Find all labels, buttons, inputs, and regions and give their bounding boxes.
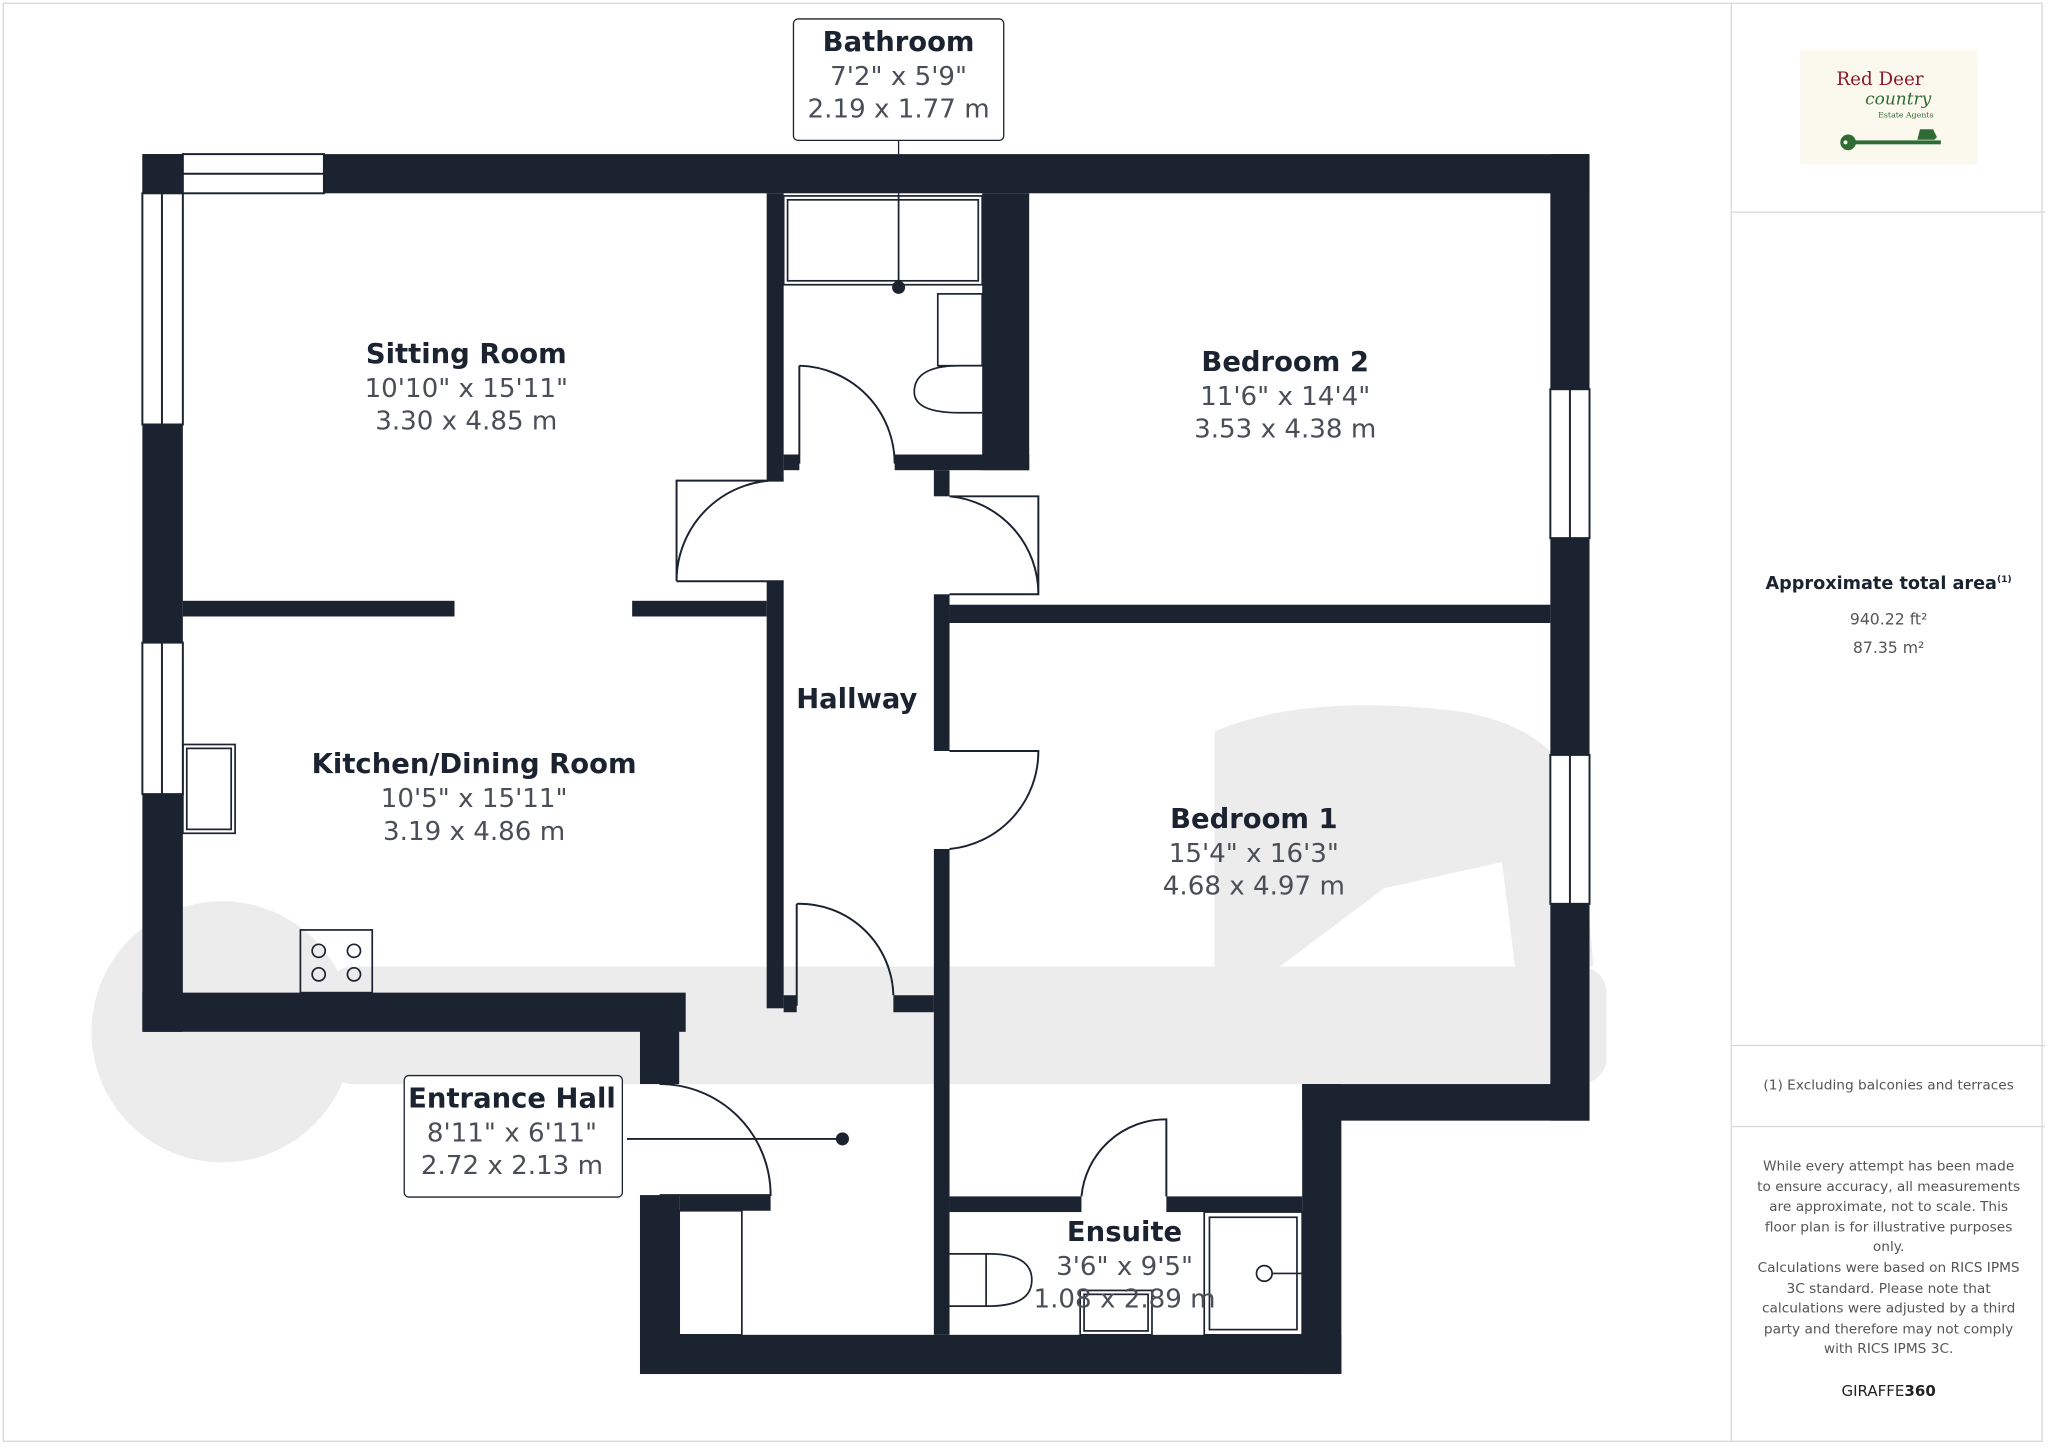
room-imperial: 10'10" x 15'11" [364,372,568,404]
room-name: Hallway [796,683,918,715]
agency-logo: Red Deer country Estate Agents [1799,49,1978,165]
room-name: Kitchen/Dining Room [311,748,637,780]
room-name: Ensuite [1066,1215,1183,1248]
room-kitchen-dining: Kitchen/Dining Room 10'5" x 15'11" 3.19 … [312,747,637,848]
room-bedroom-1: Bedroom 1 15'4" x 16'3" 4.68 x 4.97 m [1163,802,1345,903]
room-name: Bedroom 2 [1201,346,1369,378]
giraffe360-brand: GIRAFFE360 [1732,1382,2045,1402]
room-name: Entrance Hall [408,1082,616,1115]
room-name: Bathroom [822,26,975,58]
room-bedroom-2: Bedroom 2 11'6" x 14'4" 3.53 x 4.38 m [1194,345,1376,446]
doors [626,364,1168,1197]
room-metric: 3.53 x 4.38 m [1194,412,1377,445]
room-metric: 3.30 x 4.85 m [375,404,558,437]
windows [141,153,1591,905]
divider [1731,211,2046,213]
room-metric: 3.19 x 4.86 m [383,815,566,847]
room-imperial: 3'6" x 9'5" [1056,1249,1194,1282]
divider [1731,1044,2046,1047]
room-hallway: Hallway [796,682,917,717]
area-title: Approximate total area(1) [1732,573,2045,594]
room-bathroom: Bathroom 7'2" x 5'9" 2.19 x 1.77 m [808,25,990,126]
footnote: (1) Excluding balconies and terraces [1763,1077,2014,1094]
room-metric: 4.68 x 4.97 m [1162,869,1345,902]
room-imperial: 8'11" x 6'11" [426,1116,598,1149]
logo-estate-agents: Estate Agents [1878,111,1934,121]
room-entrance-hall: Entrance Hall 8'11" x 6'11" 2.72 x 2.13 … [408,1081,616,1182]
area-sqft: 940.22 ft² [1849,609,1928,629]
logo-red-deer: Red Deer [1836,69,1924,91]
disclaimer-rics: Calculations were based on RICS IPMS 3C … [1757,1260,2020,1358]
brand-light: GIRAFFE [1841,1381,1905,1401]
room-imperial: 15'4" x 16'3" [1168,837,1339,869]
area-title-text: Approximate total area [1765,573,1997,595]
info-sidebar: Red Deer country Estate Agents Approxima… [1730,2,2046,1442]
brand-bold: 360 [1904,1381,1936,1401]
room-metric: 2.72 x 2.13 m [420,1149,604,1181]
room-imperial: 10'5" x 15'11" [380,782,568,814]
divider [1731,1125,2046,1128]
area-sqm: 87.35 m² [1852,638,1925,657]
entrance-hall-label-box [403,1074,624,1198]
room-imperial: 7'2" x 5'9" [830,60,968,92]
room-name: Bedroom 1 [1170,803,1338,835]
room-metric: 2.19 x 1.77 m [807,92,990,125]
key-deer-icon [1840,129,1941,151]
disclaimer-accuracy: While every attempt has been made to ens… [1757,1158,2021,1256]
area-footnote-mark: (1) [1996,574,2012,585]
room-ensuite: Ensuite 3'6" x 9'5" 1.08 x 2.89 m [1033,1215,1215,1316]
room-sitting-room: Sitting Room 10'10" x 15'11" 3.30 x 4.85… [365,337,568,438]
room-metric: 1.08 x 2.89 m [1033,1282,1216,1314]
bathroom-label-box [792,18,1005,142]
room-name: Sitting Room [365,338,567,370]
room-imperial: 11'6" x 14'4" [1200,380,1371,412]
logo-country: country [1865,90,1932,110]
